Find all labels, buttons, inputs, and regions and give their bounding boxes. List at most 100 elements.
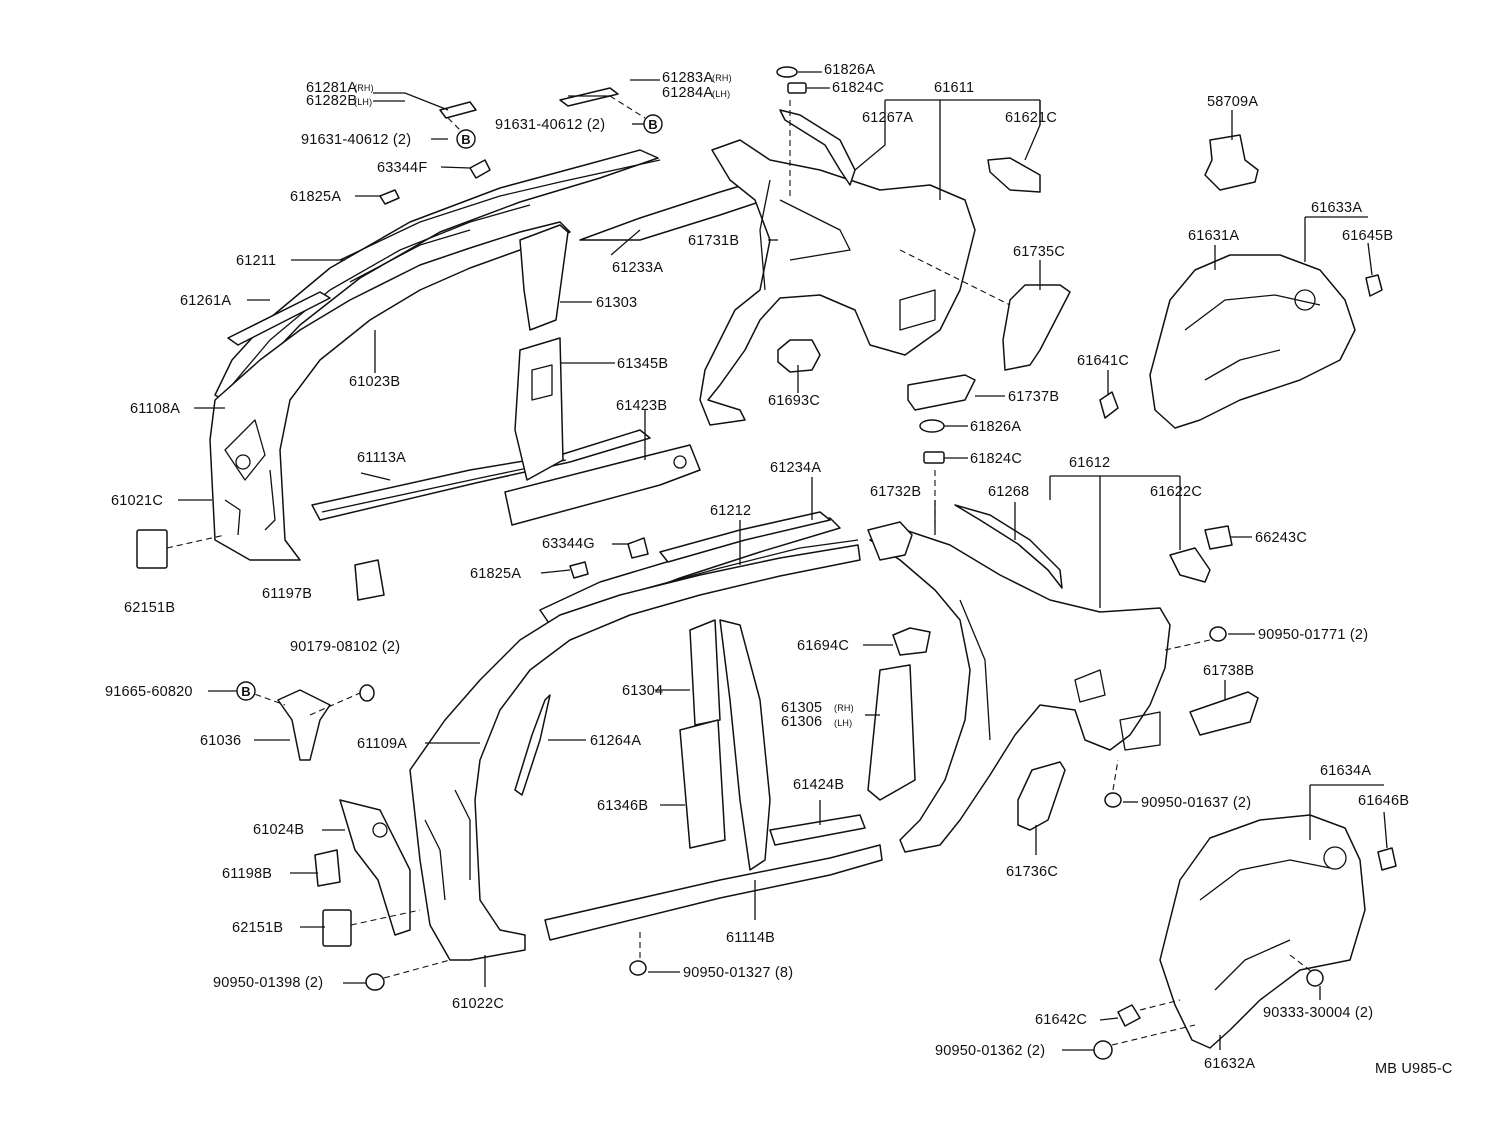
svg-text:B: B bbox=[461, 132, 470, 147]
bracket-61622c-drawing bbox=[1169, 547, 1211, 583]
label-61732B: 61732B bbox=[870, 484, 921, 500]
label-61197B: 61197B bbox=[262, 586, 312, 602]
svg-text:B: B bbox=[241, 684, 250, 699]
label-61113A: 61113A bbox=[357, 450, 406, 466]
label-61735C: 61735C bbox=[1013, 244, 1065, 260]
rear-quarter-lower-drawing bbox=[869, 529, 1171, 853]
label-61826A-mid: 61826A bbox=[970, 419, 1021, 435]
label-lh-61284A: (LH) bbox=[712, 89, 730, 99]
label-61022C: 61022C bbox=[452, 996, 504, 1012]
clip-61645b-drawing bbox=[1365, 274, 1383, 297]
plug-90333-drawing bbox=[1306, 969, 1324, 987]
label-61737B: 61737B bbox=[1008, 389, 1059, 405]
rear-wheelhouse-upper-drawing bbox=[1149, 254, 1356, 429]
label-61304: 61304 bbox=[622, 683, 663, 699]
bracket-61621c-drawing bbox=[987, 157, 1041, 193]
label-90950-01362: 90950-01362 (2) bbox=[935, 1043, 1045, 1059]
clip-61646b-drawing bbox=[1377, 847, 1397, 871]
assembly-dashed-lines bbox=[166, 95, 1313, 1046]
label-61645B: 61645B bbox=[1342, 228, 1393, 244]
label-61023B: 61023B bbox=[349, 374, 400, 390]
cap-61824c-lower-drawing bbox=[923, 451, 945, 464]
label-90950-01771: 90950-01771 (2) bbox=[1258, 627, 1368, 643]
pad-61825a-drawing bbox=[379, 189, 400, 205]
pad-63344f-drawing bbox=[469, 159, 491, 179]
nut-90950-01398-drawing bbox=[365, 973, 385, 991]
label-61611: 61611 bbox=[934, 80, 974, 96]
block-62151b-lower-drawing bbox=[322, 909, 352, 947]
label-61736C: 61736C bbox=[1006, 864, 1058, 880]
label-61268: 61268 bbox=[988, 484, 1029, 500]
label-62151B-lower: 62151B bbox=[232, 920, 283, 936]
label-61825A-lower: 61825A bbox=[470, 566, 521, 582]
label-61612: 61612 bbox=[1069, 455, 1110, 471]
label-63344G: 63344G bbox=[542, 536, 595, 552]
trim-strip-61268-drawing bbox=[954, 504, 1063, 589]
plate-61694c-drawing bbox=[892, 627, 931, 656]
label-rh-61281A: (RH) bbox=[354, 83, 374, 93]
label-61284A: 61284A bbox=[662, 85, 713, 101]
plate-66243c-drawing bbox=[1204, 525, 1233, 550]
bracket-61283a-drawing bbox=[559, 87, 619, 107]
bracket-61281a-drawing bbox=[439, 101, 477, 119]
leader-lines bbox=[178, 71, 1388, 1051]
grommet-61826a-drawing bbox=[776, 66, 798, 78]
rear-quarter-upper-drawing bbox=[579, 109, 976, 426]
label-61738B: 61738B bbox=[1203, 663, 1254, 679]
label-rh-61305: (RH) bbox=[834, 703, 854, 713]
b-marker-1: B bbox=[456, 129, 476, 149]
label-61212: 61212 bbox=[710, 503, 751, 519]
label-91665: 91665-60820 bbox=[105, 684, 193, 700]
label-61825A-top: 61825A bbox=[290, 189, 341, 205]
label-lh-61282B: (LH) bbox=[354, 97, 372, 107]
nut-90950-01362-drawing bbox=[1093, 1040, 1113, 1060]
part-labels: 61281A (RH) 61282B (LH) 91631-40612 (2) … bbox=[105, 62, 1452, 1077]
label-61826A-top: 61826A bbox=[824, 62, 875, 78]
label-61114B: 61114B bbox=[726, 930, 775, 946]
label-61631A: 61631A bbox=[1188, 228, 1239, 244]
label-61693C: 61693C bbox=[768, 393, 820, 409]
clip-61642c-drawing bbox=[1117, 1004, 1141, 1027]
label-61621C: 61621C bbox=[1005, 110, 1057, 126]
nut-90950-01327-drawing bbox=[629, 960, 647, 976]
label-61694C: 61694C bbox=[797, 638, 849, 654]
b-marker-2: B bbox=[643, 114, 663, 134]
plate-61197b-drawing bbox=[354, 559, 385, 601]
label-66243C: 66243C bbox=[1255, 530, 1307, 546]
label-61198B: 61198B bbox=[222, 866, 272, 882]
label-61021C: 61021C bbox=[111, 493, 163, 509]
nut-90179-drawing bbox=[359, 684, 375, 702]
b-marker-3: B bbox=[236, 681, 256, 701]
label-61345B: 61345B bbox=[617, 356, 668, 372]
label-lh-61306: (LH) bbox=[834, 718, 852, 728]
label-61267A: 61267A bbox=[862, 110, 913, 126]
label-90950-01398: 90950-01398 (2) bbox=[213, 975, 323, 991]
label-63344F: 63344F bbox=[377, 160, 427, 176]
clip-61641c-drawing bbox=[1099, 391, 1119, 419]
pad-61825a-lower-drawing bbox=[569, 561, 589, 579]
label-61346B: 61346B bbox=[597, 798, 648, 814]
label-61305: 61305 bbox=[781, 700, 822, 716]
label-61641C: 61641C bbox=[1077, 353, 1129, 369]
label-90950-01637: 90950-01637 (2) bbox=[1141, 795, 1251, 811]
bracket-61737b-drawing bbox=[907, 374, 976, 411]
label-61233A: 61233A bbox=[612, 260, 663, 276]
label-61824C-mid: 61824C bbox=[970, 451, 1022, 467]
label-61824C-top: 61824C bbox=[832, 80, 884, 96]
label-61646B: 61646B bbox=[1358, 793, 1409, 809]
bracket-58709a-drawing bbox=[1204, 134, 1259, 191]
rear-rocker-drawing bbox=[544, 814, 883, 941]
label-61731B: 61731B bbox=[688, 233, 739, 249]
label-90950-01327: 90950-01327 (8) bbox=[683, 965, 793, 981]
plate-61693c-drawing bbox=[777, 339, 821, 373]
label-61234A: 61234A bbox=[770, 460, 821, 476]
label-61306: 61306 bbox=[781, 714, 822, 730]
bracket-61036-drawing bbox=[277, 689, 331, 761]
label-61024B: 61024B bbox=[253, 822, 304, 838]
pad-63344g-drawing bbox=[627, 537, 649, 559]
nut-90950-01637-drawing bbox=[1104, 792, 1122, 808]
label-61283A: 61283A bbox=[662, 70, 713, 86]
center-pillar-lower-drawing bbox=[679, 619, 771, 871]
label-61634A: 61634A bbox=[1320, 763, 1371, 779]
